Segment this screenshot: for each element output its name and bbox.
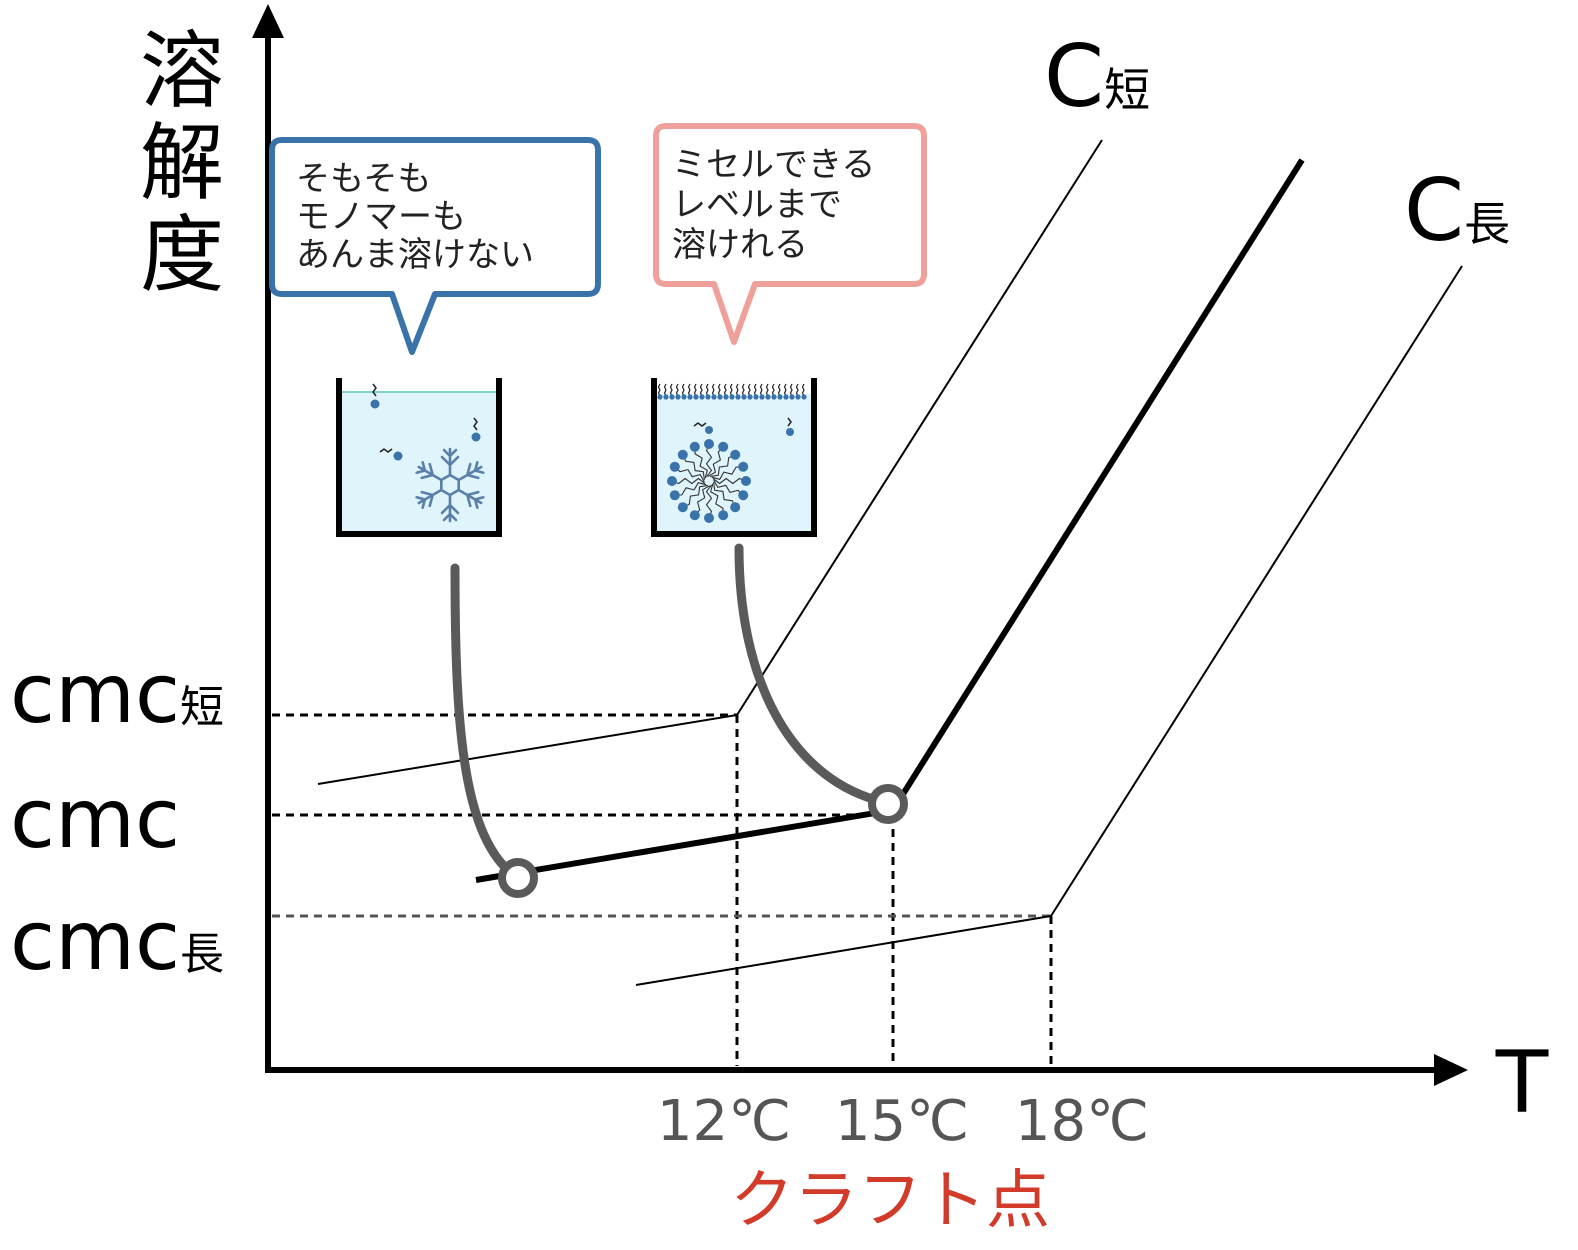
bubble-left-line-1: そもそも: [296, 159, 431, 199]
x-axis-label: T: [1495, 1033, 1549, 1133]
bubble-right-line-1: ミセルできる: [672, 145, 875, 185]
pointer-right: [734, 543, 881, 805]
y-axis-label-char: 解: [140, 114, 224, 212]
bubble-right-shape: [653, 123, 927, 345]
y-axis-arrow: [252, 4, 284, 38]
cmc-long-base: cmc: [10, 894, 180, 989]
c-short-label: C短: [1044, 27, 1150, 127]
micelle: [667, 439, 751, 523]
c-short-sub: 短: [1104, 63, 1150, 117]
bubble-left-line-2: モノマーも: [296, 197, 466, 237]
curve-c-short: [317, 139, 1103, 785]
marker-right: [868, 784, 908, 824]
bubble-right-line-2: レベルまで: [672, 185, 842, 225]
beaker-right: [651, 378, 817, 537]
y-axis-label: 溶解度: [140, 22, 224, 304]
curve-c-long: [635, 265, 1463, 986]
c-long-base: C: [1404, 161, 1464, 261]
bubble-right-line-3: 溶けれる: [672, 225, 808, 265]
surface-monolayer: [657, 383, 807, 400]
cmc-label: cmc: [10, 772, 180, 867]
monomer-4: [693, 422, 713, 434]
krafft-point-label: クラフト点: [730, 1164, 1050, 1238]
cmc-long-label: cmc長: [10, 894, 224, 989]
cmc-long-sub: 長: [180, 929, 224, 980]
x-tick-15: 15℃: [835, 1089, 969, 1154]
cmc-short-base: cmc: [10, 647, 180, 742]
x-tick-12: 12℃: [657, 1089, 791, 1154]
monomer-5: [786, 417, 794, 436]
c-short-base: C: [1044, 27, 1104, 127]
beaker-left-wall: [336, 378, 502, 537]
bubble-right: ミセルできる レベルまで 溶けれる: [653, 123, 927, 345]
bubble-left-line-3: あんま溶けない: [296, 235, 534, 275]
x-axis-arrow: [1434, 1054, 1468, 1086]
c-long-label: C長: [1404, 161, 1510, 261]
beaker-left: [336, 378, 502, 537]
cmc-short-label: cmc短: [10, 647, 224, 742]
c-long-sub: 長: [1464, 197, 1510, 251]
monomer-2: [471, 417, 481, 442]
beaker-left-water: [341, 392, 497, 532]
beaker-right-wall: [651, 378, 817, 537]
snowflake-icon: [415, 447, 485, 523]
monomer-3: [379, 448, 403, 461]
marker-left: [498, 858, 538, 898]
y-axis-label-char: 度: [140, 206, 224, 304]
x-tick-18: 18℃: [1015, 1089, 1149, 1154]
pointer-left: [450, 563, 515, 877]
cmc-short-sub: 短: [180, 682, 224, 733]
monomer-1: [370, 383, 380, 409]
y-axis-label-char: 溶: [140, 22, 224, 120]
bubble-left-shape: [269, 137, 601, 355]
guide-lines: [272, 713, 1053, 1066]
bubble-left: そもそも モノマーも あんま溶けない: [269, 137, 601, 355]
